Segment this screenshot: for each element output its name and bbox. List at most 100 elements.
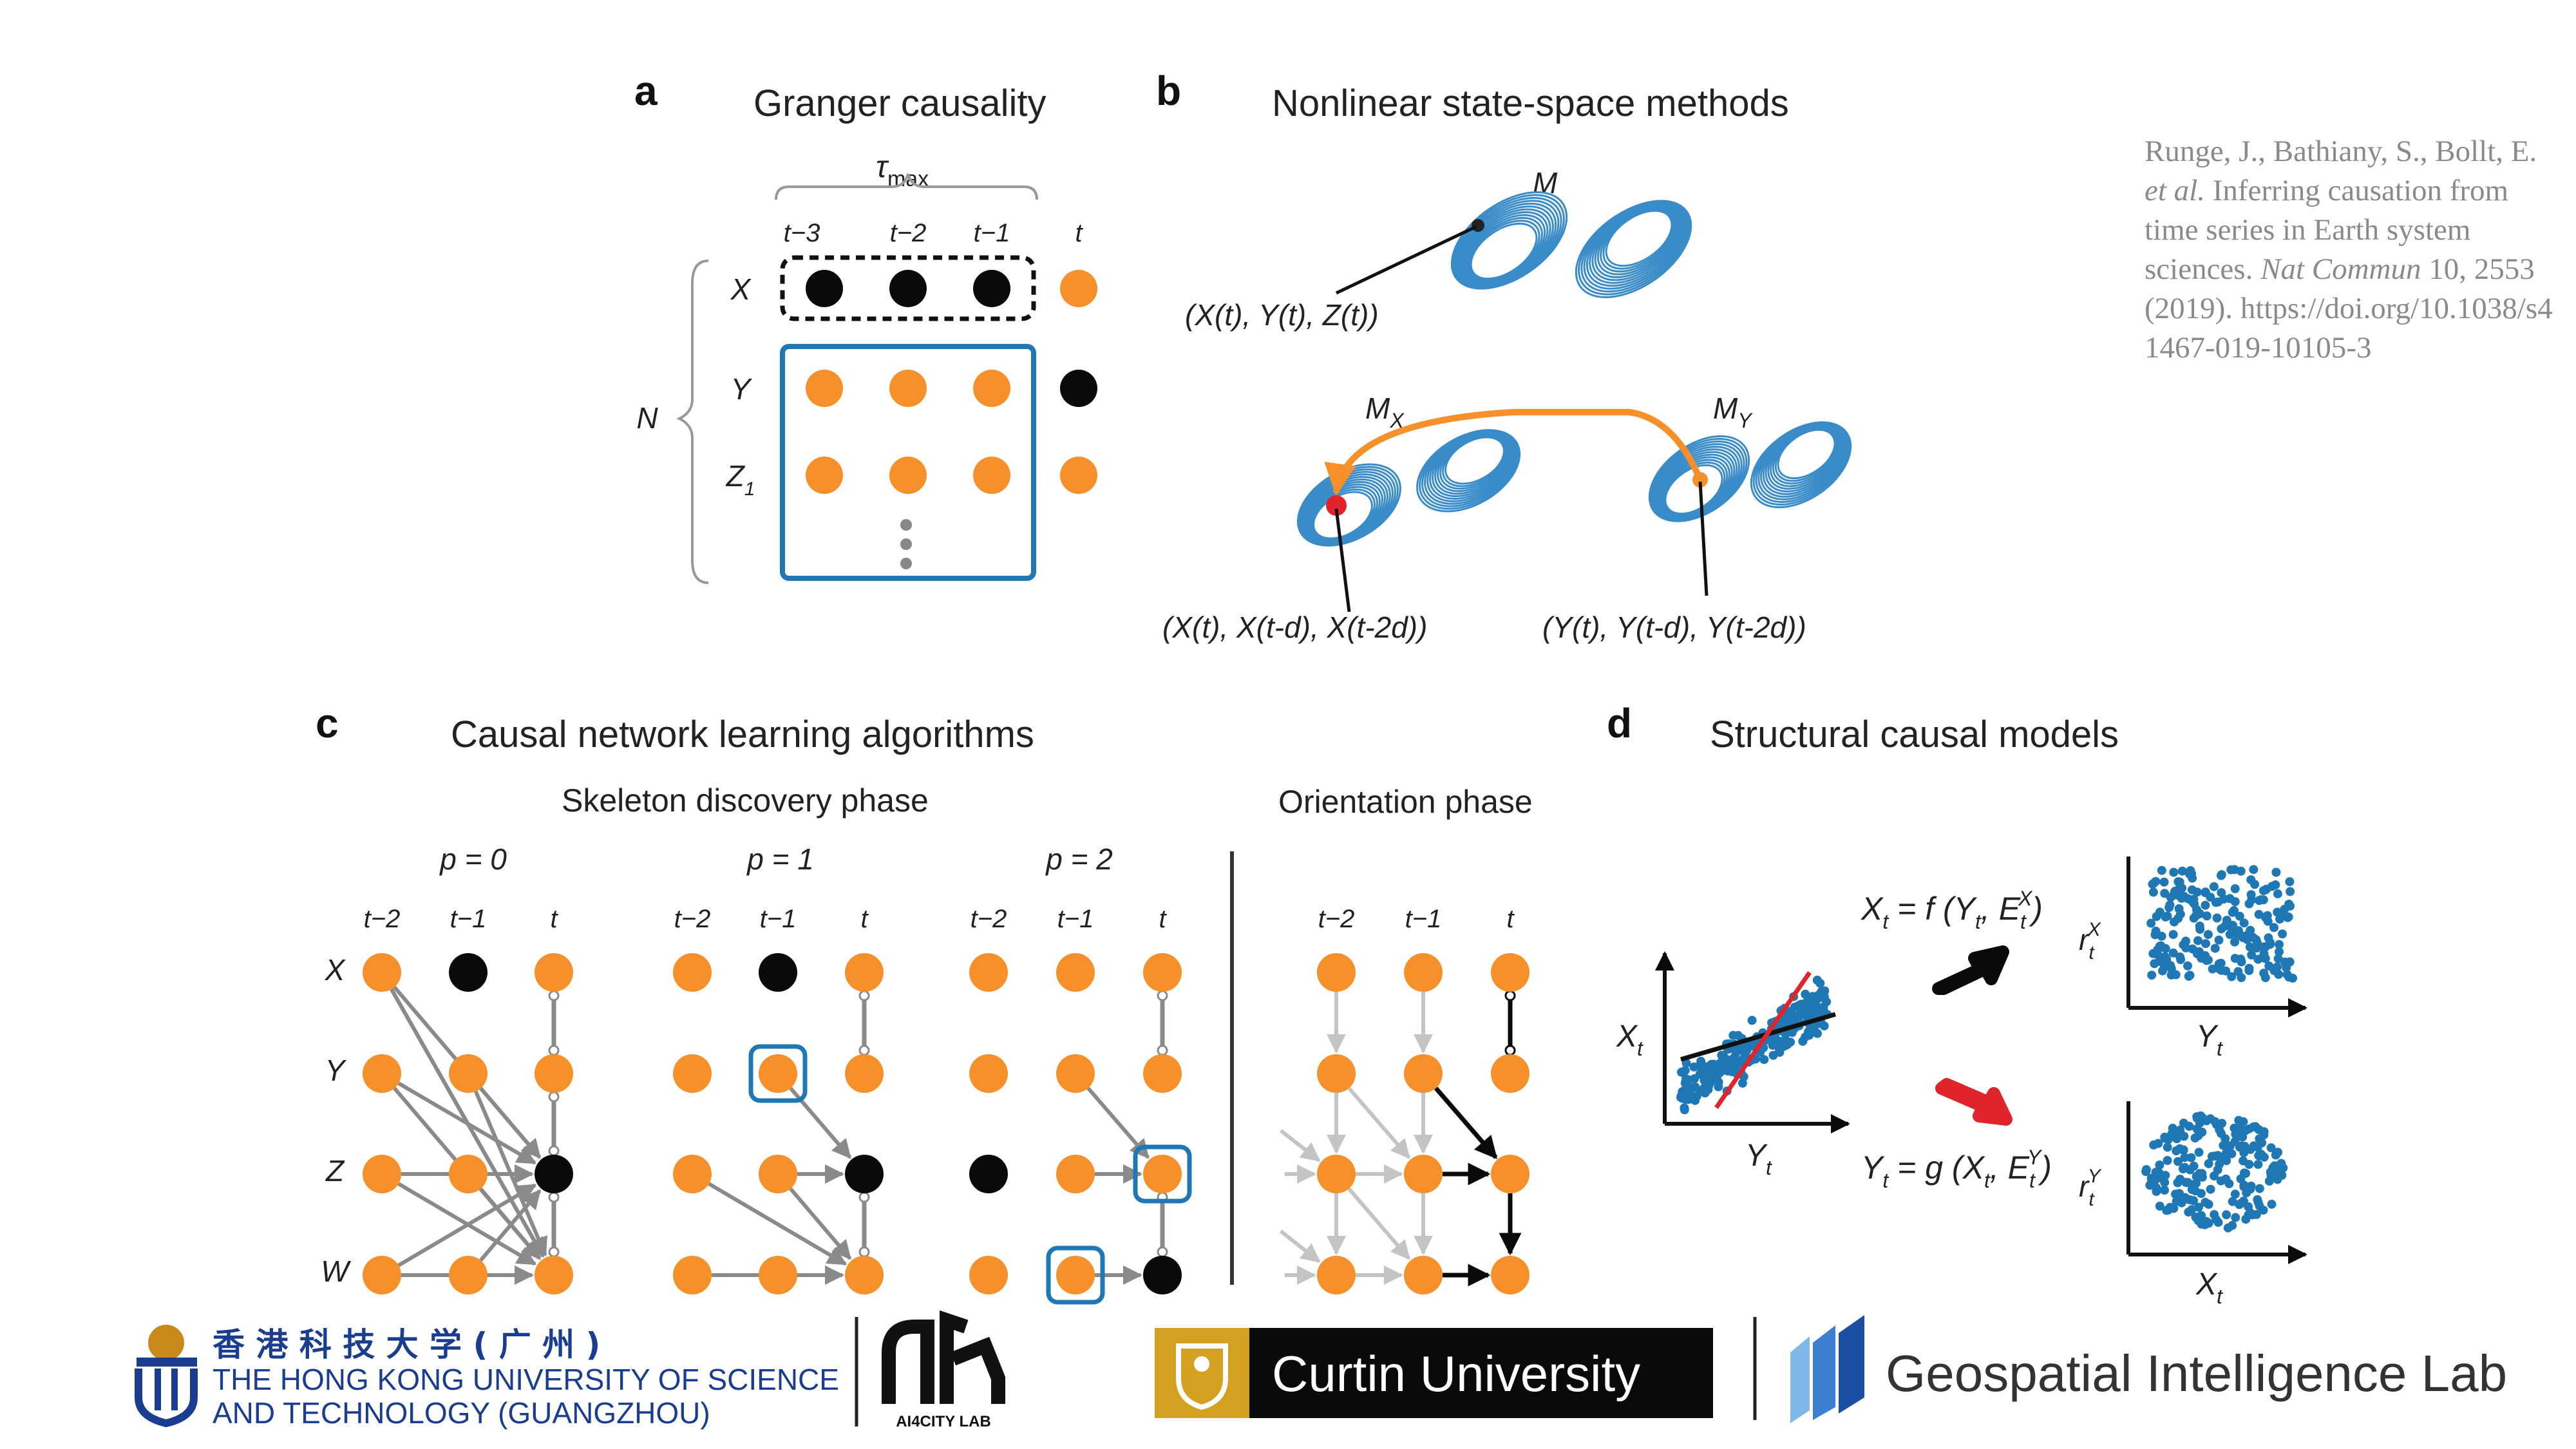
res-y-ylabel: rtY [2079, 1166, 2102, 1210]
citation-journal: Nat Commun [2260, 252, 2421, 286]
p0-label: p = 0 [439, 842, 507, 876]
scatter-point [2213, 897, 2223, 907]
skeleton-phase-label: Skeleton discovery phase [562, 782, 929, 819]
node-y-t3 [806, 370, 843, 407]
scatter-point [2175, 1125, 2185, 1135]
scatter-point [2256, 895, 2266, 905]
scatter-point [2213, 1218, 2223, 1227]
scatter-point [2206, 1184, 2215, 1194]
causal-edge [479, 1086, 542, 1159]
scatter-point [2245, 942, 2255, 952]
graph-node [1317, 1054, 1356, 1093]
node-z-t [1060, 457, 1097, 494]
scatter-point [2227, 1149, 2237, 1159]
scatter-point [2163, 1135, 2173, 1144]
scatter-point [2230, 1123, 2239, 1133]
scatter-point [2286, 887, 2295, 896]
scatter-point [2195, 925, 2205, 934]
scatter-point [1689, 1062, 1699, 1072]
scatter-point [2244, 1210, 2253, 1220]
row-label-y: Y [731, 372, 753, 406]
graph-node [1143, 953, 1182, 992]
causal-edge [789, 1187, 852, 1260]
scatter-point [2266, 1143, 2276, 1153]
link-end [1157, 990, 1168, 1001]
c-row-y: Y [325, 1054, 347, 1087]
scatter-point [2161, 1171, 2170, 1180]
x-embedding-label: (X(t), X(t-d), X(t-2d)) [1162, 611, 1427, 644]
scatter-point [2146, 918, 2156, 928]
link-end [1504, 990, 1516, 1001]
condition-box [1046, 1245, 1105, 1305]
hkust-english-line1: THE HONG KONG UNIVERSITY OF SCIENCE [213, 1363, 839, 1396]
scatter-point [1716, 1058, 1726, 1067]
scatter-point [2237, 973, 2246, 982]
scatter-point [2261, 942, 2270, 951]
scatter-point [1787, 1028, 1797, 1037]
scatter-point [2228, 907, 2237, 917]
scatter-point [2148, 949, 2158, 958]
graph-node [1491, 953, 1530, 992]
scatter-point [2278, 929, 2287, 939]
scatter-point [1738, 1078, 1747, 1088]
graph-node [1317, 953, 1356, 992]
scatter-point [2147, 971, 2157, 980]
scatter-point [1731, 1046, 1741, 1056]
scatter-point [2187, 885, 2197, 895]
node-y-t [1060, 370, 1097, 407]
scatter-point [2280, 904, 2289, 914]
scatter-point [2159, 877, 2169, 887]
scatter-point [2271, 867, 2281, 877]
scatter-point [2192, 1113, 2202, 1123]
panel-c: c Causal network learning algorithms Ske… [316, 700, 1533, 1305]
scatter-point [2214, 935, 2224, 945]
curtin-name: Curtin University [1272, 1345, 1640, 1402]
scatter-point [2175, 952, 2185, 961]
geo-mark-2 [1813, 1325, 1835, 1420]
scatter-point [2203, 930, 2213, 940]
regression-line-red [1714, 971, 1812, 1109]
cross-map-arrow [1324, 409, 1703, 496]
main-xlabel: Yt [1745, 1139, 1772, 1179]
scatter-point [2194, 1202, 2203, 1212]
time-label-t2: t−2 [890, 219, 927, 247]
ai4city-text: AI4CITY LAB [896, 1413, 991, 1430]
panel-a: a Granger causality τmax t−3 t−2 t−1 t X… [634, 68, 1097, 584]
geo-mark-3 [1839, 1315, 1864, 1414]
scatter-point [2155, 907, 2164, 917]
scatter-point [2148, 887, 2158, 897]
graph-node [969, 953, 1008, 992]
scatter-point [1801, 1032, 1810, 1042]
equation-x: Xt = f (Yt, EtX) [1861, 887, 2043, 933]
scatter-point [2215, 1159, 2224, 1169]
c-time-label: t [860, 905, 869, 933]
scatter-point [2209, 882, 2219, 891]
scatter-point [2181, 1178, 2191, 1187]
graph-node [673, 1155, 712, 1193]
scatter-point [1728, 1030, 1738, 1040]
state-pointer-line [1335, 225, 1477, 295]
scatter-point [2236, 1198, 2246, 1208]
p1-label: p = 1 [746, 842, 814, 876]
residual-x-scatter [2146, 865, 2297, 983]
hkust-emblem-sun [148, 1325, 184, 1361]
scatter-point [2259, 969, 2269, 978]
c-time-label: t−1 [1405, 905, 1442, 933]
scatter-point [2201, 887, 2210, 897]
graph-node [845, 1155, 884, 1193]
scatter-point [2151, 926, 2161, 936]
scatter-point [2227, 972, 2237, 981]
graph-node [759, 1256, 797, 1294]
graph-node [673, 1054, 712, 1093]
curtin-name-bg [1249, 1328, 1713, 1418]
x-neighbors [1326, 495, 1347, 516]
x-embed-pointer [1334, 508, 1351, 612]
c-time-label: t [1159, 905, 1167, 933]
scatter-point [2163, 1142, 2172, 1152]
main-ylabel: Xt [1616, 1019, 1643, 1060]
scatter-point [2141, 1165, 2151, 1175]
c-time-label: t−1 [1057, 905, 1094, 933]
graph-node [363, 953, 401, 992]
graph-node [535, 1256, 573, 1294]
scatter-point [2249, 865, 2259, 875]
